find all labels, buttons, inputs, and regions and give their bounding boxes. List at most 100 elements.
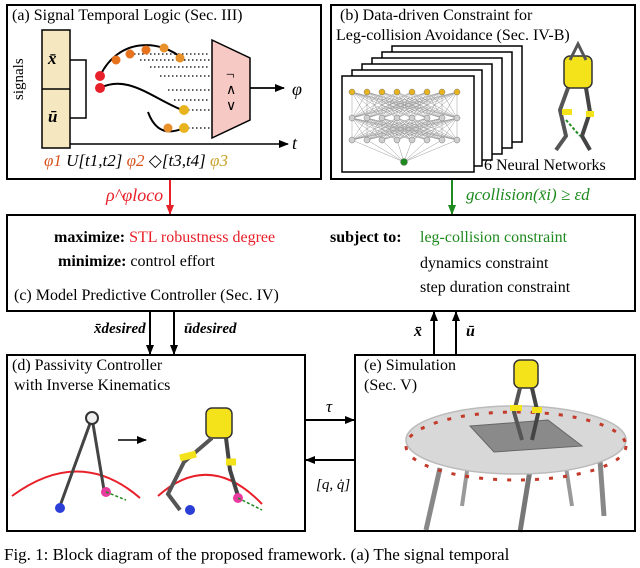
panel-d-passivity [6,354,306,532]
signal-curve-2 [99,82,183,111]
subject-to-label: subject to: [330,229,402,246]
tau-label: τ [326,397,333,416]
signal-node [179,123,189,133]
panel-c-title: (c) Model Predictive Controller (Sec. IV… [14,287,279,304]
robot-figure-b [554,40,594,152]
rho-label: ρ^φloco [106,185,164,205]
u-desired-label: ūdesired [184,321,237,337]
nn-edge [351,117,458,141]
nn-edge [381,139,405,163]
neural-network-stack [341,45,523,173]
nn-node [378,88,386,96]
nn-node [453,88,461,96]
nn-edge [351,117,413,141]
nn-node [453,136,461,144]
nn-edge [411,91,458,119]
nn-node [438,136,446,144]
nn-edge [381,91,458,119]
formula-diamond: ◇[t3,t4] [148,151,206,170]
nn-edge [351,91,398,119]
signal-node [159,43,169,53]
nn-edge [403,139,428,163]
panel-b-title-line1: (b) Data-driven Constraint for [340,7,533,24]
constraint-dynamics: dynamics constraint [420,255,549,272]
nn-node [393,88,401,96]
minimize-value: control effort [130,253,215,270]
nn-edge [351,117,428,141]
nn-edge [396,139,405,163]
nn-edge [403,139,413,163]
nn-node [400,158,408,166]
nn-node [348,88,356,96]
nn-edge [426,117,458,141]
nn-node [393,136,401,144]
maximize-row: maximize: STL robustness degree [54,230,275,246]
signal-curve-1 [99,44,185,77]
signal-node [125,49,135,59]
nn-edge [366,117,458,141]
x-bar-up-label: x̄ [414,323,422,340]
nn-count-label: 6 Neural Networks [484,157,606,174]
nn-edge [403,139,458,163]
nn-edge [351,91,428,119]
maximize-label: maximize: [54,229,126,246]
simulation-scene [404,359,628,533]
nn-node [423,136,431,144]
constraint-step-duration: step duration constraint [420,279,571,296]
nn-edge [351,91,368,119]
stl-signal-diagram [41,29,289,149]
formula-phi3: φ3 [210,151,228,170]
panel-e-simulation [354,354,636,532]
nn-node [378,114,386,122]
panel-c-mpc [6,214,636,312]
g-collision-label: gcollision(x̄i) ≥ εd [466,185,590,204]
nn-edge [426,91,458,119]
x-desired-label: x̄desired [94,321,146,337]
nn-edge [351,91,383,119]
formula-phi2: φ2 [126,151,145,170]
nn-edge [366,139,405,163]
signal-node [95,83,105,93]
signal-node [111,55,121,65]
nn-node [423,114,431,122]
nn-node [378,136,386,144]
panel-d-title-line1: (d) Passivity Controller [12,357,163,374]
signal-node [163,123,173,133]
panel-e-title-line2: (Sec. V) [364,377,418,394]
nn-edge [396,91,458,119]
q-qdot-label: [q, q̇] [316,477,351,493]
nn-node [423,88,431,96]
nn-node [408,114,416,122]
nn-edge [441,117,458,141]
nn-edge [396,117,458,141]
signals-label: signals [11,58,27,100]
nn-edge [351,117,383,141]
nn-node [363,88,371,96]
formula-until: U[t1,t2] [66,151,123,170]
nn-node [408,88,416,96]
panel-d-title-line2: with Inverse Kinematics [14,377,171,394]
minimize-row: minimize: control effort [58,254,215,270]
operator-or: ∨ [226,99,237,114]
nn-node [438,114,446,122]
nn-edge [351,91,458,119]
figure-caption: Fig. 1: Block diagram of the proposed fr… [4,545,510,564]
nn-node [363,114,371,122]
nn-edge [441,91,458,119]
nn-node [348,114,356,122]
signal-node [95,71,105,81]
nn-node [363,136,371,144]
formula-phi1: φ1 [44,151,62,170]
panel-a-title: (a) Signal Temporal Logic (Sec. III) [12,7,243,24]
nn-edge [403,139,443,163]
nn-node [408,136,416,144]
nn-edge [351,117,443,141]
signal-node [141,45,151,55]
nn-node [438,88,446,96]
x-bar-label: x̄ [48,49,57,68]
nn-edge [351,139,405,163]
signal-node [179,105,189,115]
nn-edge [411,117,458,141]
stl-formula: φ1 U[t1,t2] φ2 ◇[t3,t4] φ3 [44,152,228,169]
